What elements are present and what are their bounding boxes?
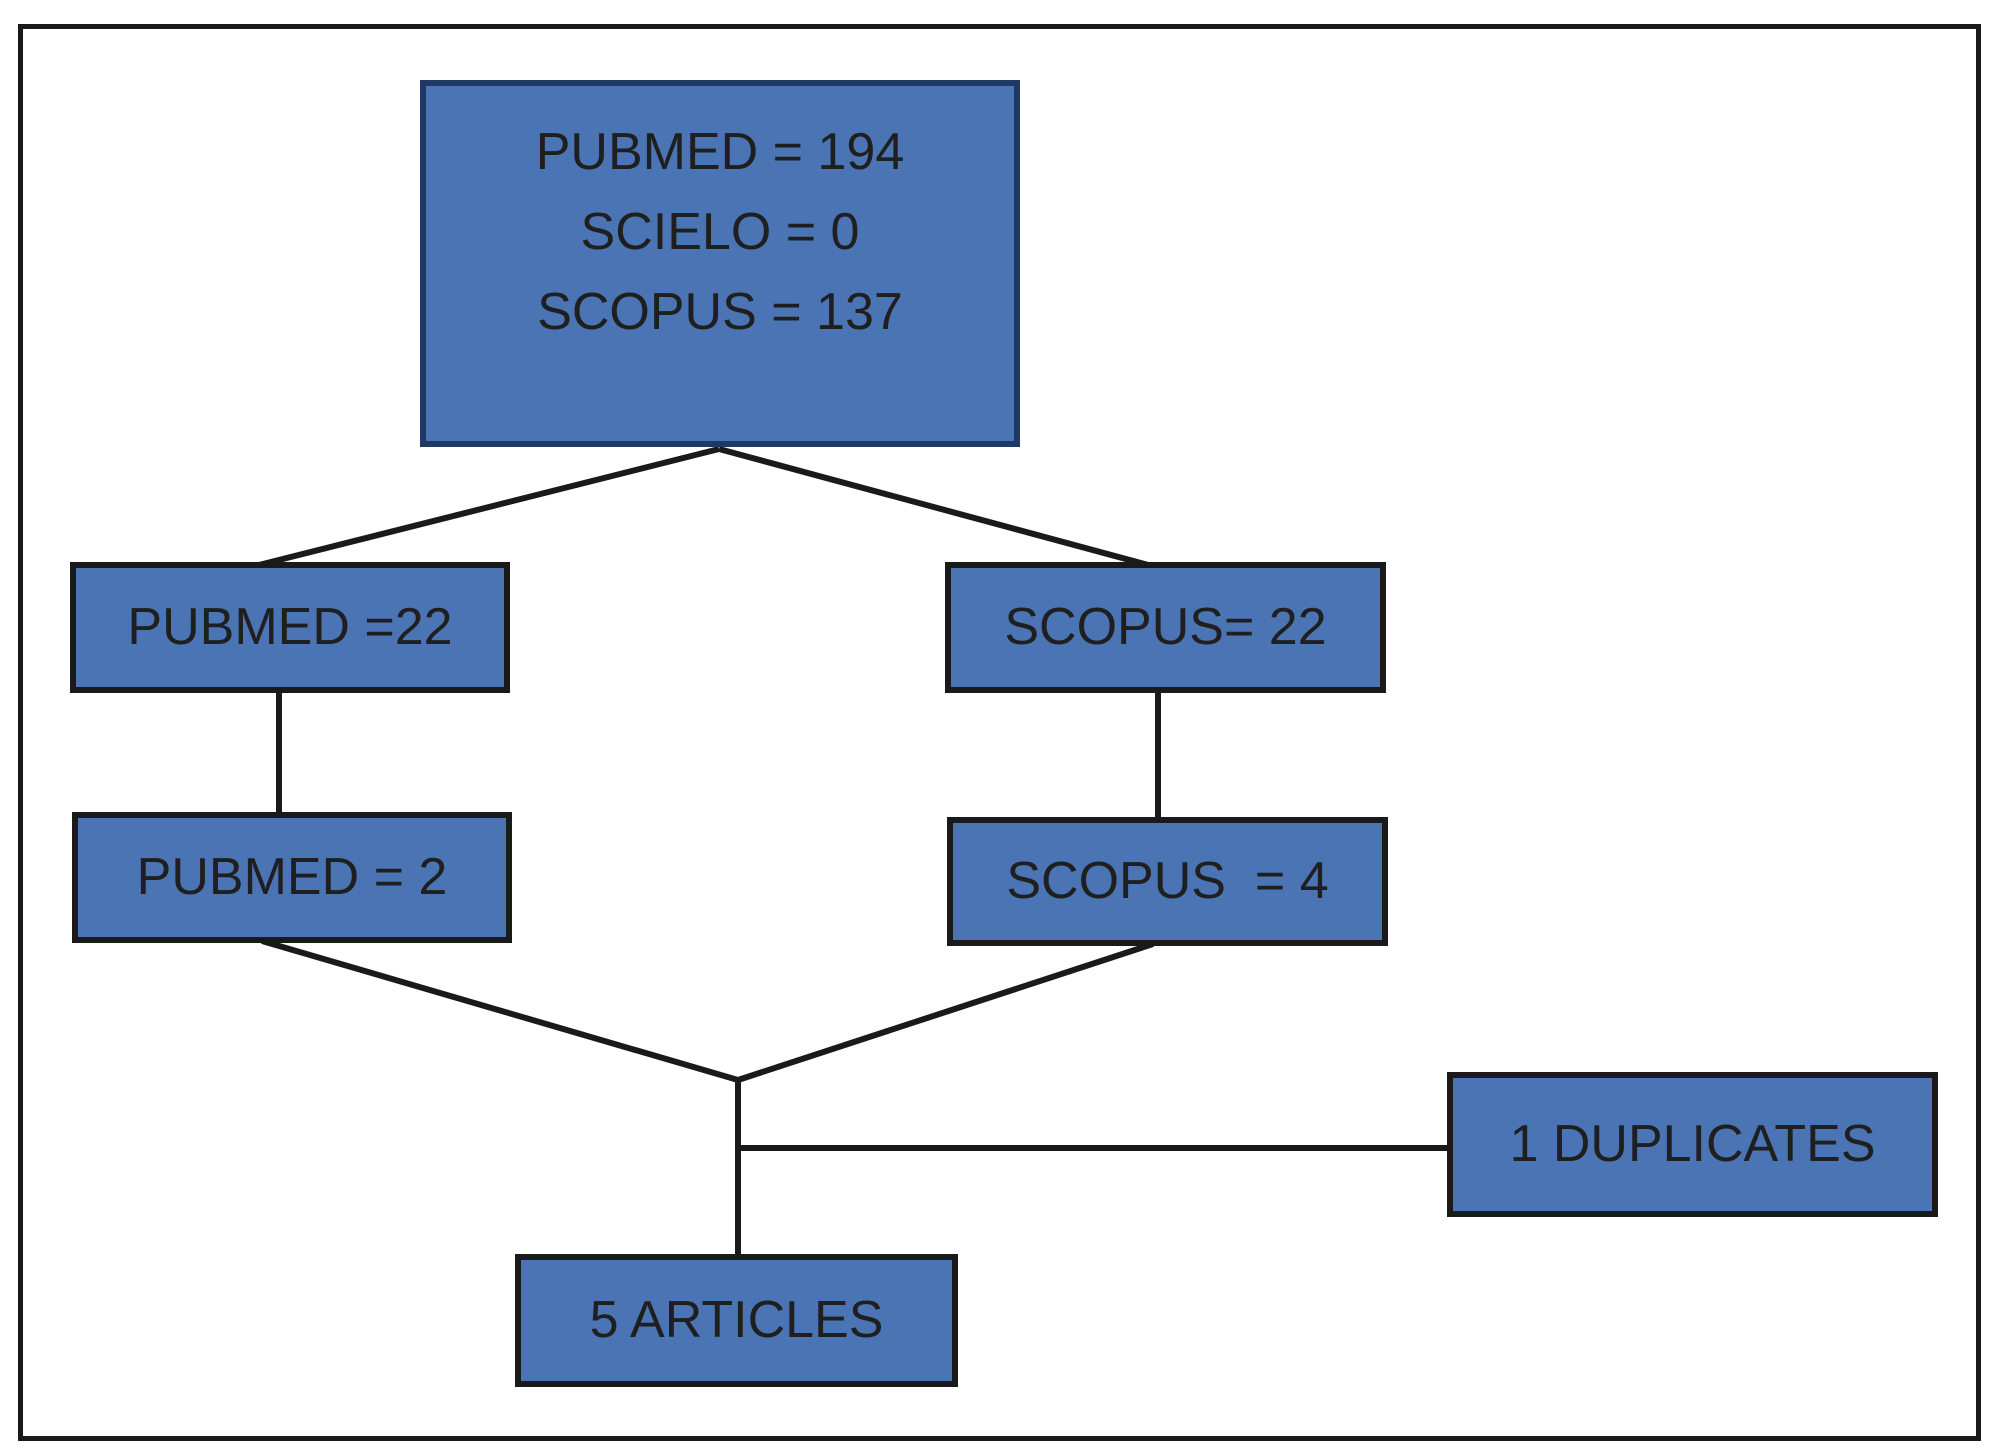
node-scopus-selected: SCOPUS = 4: [947, 817, 1388, 946]
outer-frame: [18, 24, 1981, 1441]
scopus-selected-label: SCOPUS = 4: [1006, 852, 1329, 911]
pubmed-selected-label: PUBMED = 2: [136, 848, 448, 907]
node-pubmed-selected: PUBMED = 2: [72, 812, 512, 943]
articles-included-label: 5 ARTICLES: [589, 1291, 884, 1350]
edge-sources-to-scopus-screened: [718, 446, 1153, 569]
node-articles-included: 5 ARTICLES: [515, 1254, 958, 1387]
edge-sources-to-pubmed-screened: [254, 446, 720, 569]
edge-pubmed-selected-to-merge: [261, 938, 739, 1083]
scopus-screened-label: SCOPUS= 22: [1004, 598, 1327, 657]
scielo-total-label: SCIELO = 0: [580, 203, 860, 261]
pubmed-total-label: PUBMED = 194: [535, 123, 905, 181]
edge-scopus-selected-to-merge: [737, 941, 1154, 1083]
pubmed-screened-label: PUBMED =22: [127, 598, 453, 657]
duplicates-label: 1 DUPLICATES: [1509, 1115, 1876, 1174]
node-pubmed-screened: PUBMED =22: [70, 562, 510, 693]
node-database-results: PUBMED = 194 SCIELO = 0 SCOPUS = 137: [420, 80, 1020, 447]
node-scopus-screened: SCOPUS= 22: [945, 562, 1386, 693]
scopus-total-label: SCOPUS = 137: [537, 283, 903, 341]
node-duplicates: 1 DUPLICATES: [1447, 1072, 1938, 1217]
